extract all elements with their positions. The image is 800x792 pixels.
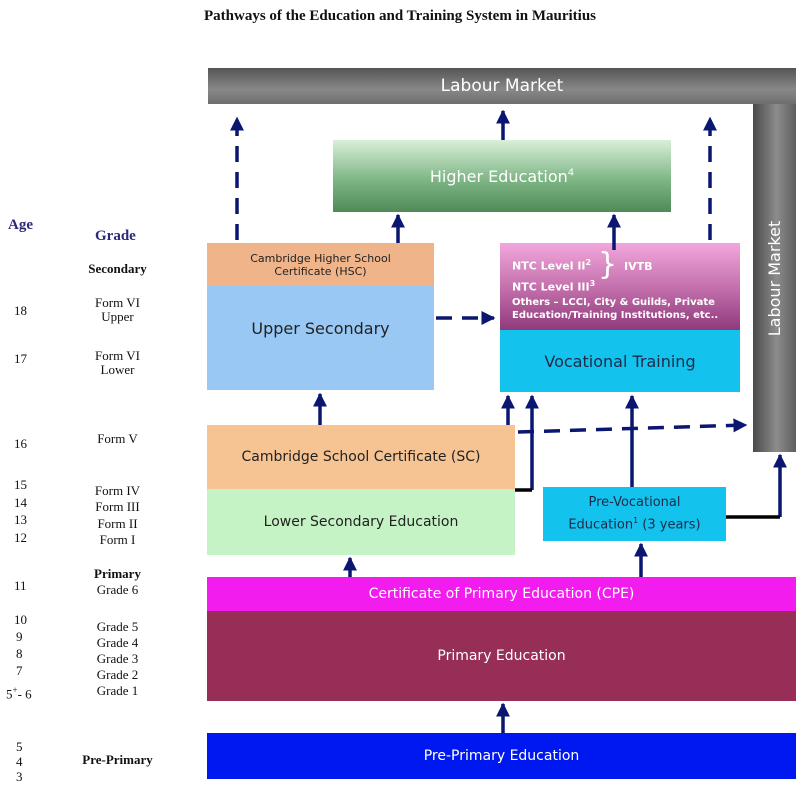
grade-label: Form V	[97, 431, 138, 446]
grade-label: Form IV	[94, 483, 141, 498]
grade-label: Form I	[99, 532, 136, 547]
age-label: 15	[14, 477, 27, 492]
grade-label: Grade 5	[96, 619, 139, 634]
primary-education-box: Primary Education	[207, 611, 796, 701]
age-label: 7	[16, 663, 23, 678]
grade-label: Grade 3	[96, 651, 139, 666]
pre-primary-education-box: Pre-Primary Education	[207, 733, 796, 779]
age-label: 14	[14, 495, 27, 510]
age-label: 8	[16, 646, 23, 661]
grade-column-header: Grade	[95, 228, 136, 244]
pre-primary-level-label: Pre-Primary	[82, 752, 153, 767]
age-label: 11	[14, 578, 27, 593]
others-line-2: Education/Training Institutions, etc..	[512, 310, 719, 321]
age-label-grade-1: 5+- 6	[6, 685, 32, 702]
age-label: 13	[14, 512, 27, 527]
age-column-header: Age	[8, 217, 33, 233]
ivtb-label: IVTB	[624, 260, 653, 273]
age-label: 17	[14, 351, 27, 366]
others-line-1: Others – LCCI, City & Guilds, Private	[512, 297, 715, 308]
labour-market-side-box: Labour Market	[753, 104, 796, 452]
diagram-title: Pathways of the Education and Training S…	[204, 8, 596, 24]
grade-label: Grade 2	[96, 667, 139, 682]
ntc-level-2-label: NTC Level II2	[512, 258, 592, 273]
grade-label: Form III	[95, 499, 140, 514]
secondary-level-label: Secondary	[88, 261, 147, 276]
age-label: 9	[16, 629, 23, 644]
grade-label: Grade 1	[96, 683, 139, 698]
school-certificate-box: Cambridge School Certificate (SC)	[207, 425, 515, 489]
upper-secondary-box: Upper Secondary	[207, 286, 434, 390]
higher-education-box: Higher Education4	[333, 140, 671, 212]
age-label: 4	[16, 754, 23, 769]
ntc-levels-box: NTC Level II2 } IVTB NTC Level III3 Othe…	[500, 243, 740, 330]
ntc-level-3-label: NTC Level III3	[512, 279, 596, 294]
age-label: 16	[14, 436, 27, 451]
lower-secondary-box: Lower Secondary Education	[207, 489, 515, 555]
primary-level-label: Primary	[94, 566, 141, 581]
vocational-training-box: Vocational Training	[500, 330, 740, 392]
age-label: 18	[14, 303, 27, 318]
grade-label: Form II	[97, 516, 138, 531]
age-label: 3	[16, 769, 23, 784]
grade-label: Grade 4	[96, 635, 139, 650]
age-label: 12	[14, 530, 27, 545]
age-label: 10	[14, 612, 27, 627]
brace-icon: }	[598, 247, 618, 282]
cpe-certificate-box: Certificate of Primary Education (CPE)	[207, 577, 796, 611]
labour-market-top-box: Labour Market	[208, 68, 796, 104]
grade-label: Grade 6	[96, 582, 139, 597]
age-label: 5	[16, 739, 23, 754]
